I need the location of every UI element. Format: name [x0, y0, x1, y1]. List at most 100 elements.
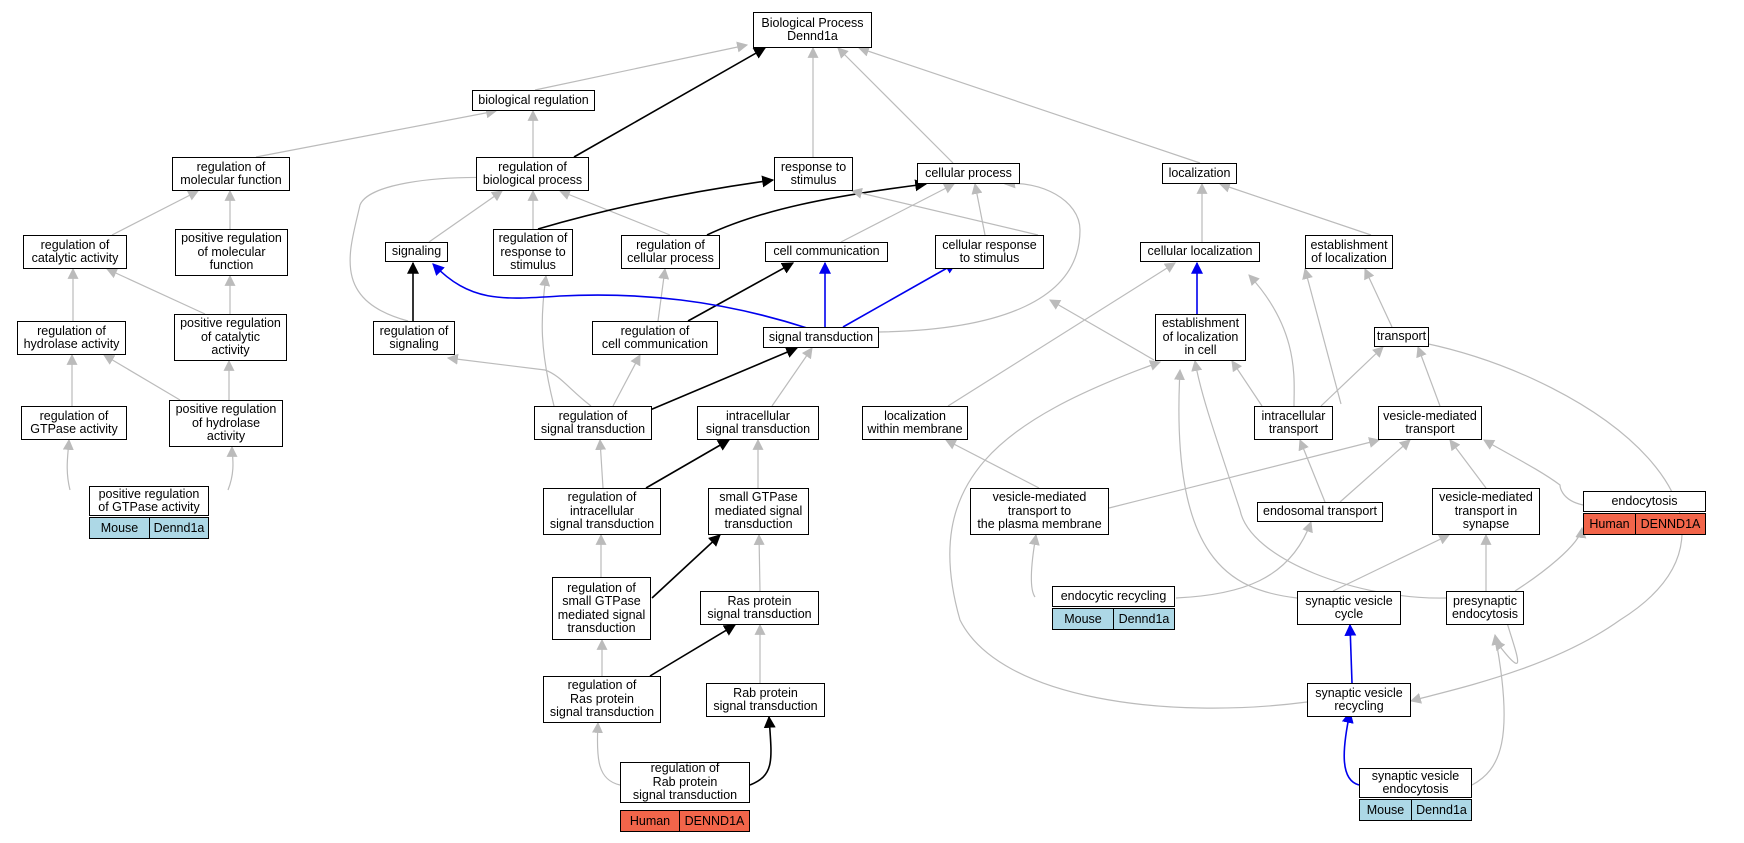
node-ves-transport[interactable]: vesicle-mediated transport: [1378, 406, 1482, 440]
edge-16: [850, 187, 1039, 236]
edge-44: [1416, 345, 1441, 407]
edge-63: [1332, 534, 1450, 592]
node-pos-reg-hydro[interactable]: positive regulation of hydrolase activit…: [169, 400, 283, 447]
edge-59: [651, 534, 721, 599]
edge-39: [771, 347, 813, 407]
edge-18: [1218, 181, 1372, 236]
edge-34: [103, 354, 181, 401]
node-reg-mol-func[interactable]: regulation of molecular function: [172, 157, 290, 191]
node-reg-resp-stim[interactable]: regulation of response to stimulus: [493, 229, 573, 276]
node-transport[interactable]: transport: [1374, 327, 1429, 347]
node-ras-sig[interactable]: Ras protein signal transduction: [700, 591, 819, 625]
edge-52: [1108, 437, 1381, 509]
node-reg-ras[interactable]: regulation of Ras protein signal transdu…: [543, 676, 661, 723]
edge-19: [349, 172, 505, 322]
node-reg-hydro[interactable]: regulation of hydrolase activity: [17, 321, 126, 355]
node-localization[interactable]: localization: [1162, 163, 1237, 184]
node-pos-reg-mol-func[interactable]: positive regulation of molecular functio…: [175, 229, 288, 276]
edge-layer: [62, 41, 1683, 786]
node-signaling[interactable]: signaling: [385, 242, 448, 262]
edge-8: [111, 190, 199, 236]
node-ves-synapse[interactable]: vesicle-mediated transport in synapse: [1432, 488, 1540, 535]
edge-74: [749, 715, 776, 786]
edge-41: [1231, 360, 1263, 407]
node-est-loc-cell[interactable]: establishment of localization in cell: [1155, 314, 1246, 361]
node-pos-reg-gtpase[interactable]: positive regulation of GTPase activity: [89, 486, 209, 516]
node-reg-intra-sig[interactable]: regulation of intracellular signal trans…: [543, 488, 661, 535]
node-resp-stim[interactable]: response to stimulus: [774, 157, 853, 191]
node-endo-recycling[interactable]: endocytic recycling: [1052, 586, 1175, 607]
node-reg-gtpase[interactable]: regulation of GTPase activity: [21, 406, 127, 440]
edge-48: [226, 445, 238, 491]
edge-75: [1341, 710, 1360, 786]
edge-27: [842, 262, 958, 328]
edge-31: [1364, 268, 1393, 328]
edge-53: [945, 439, 1040, 489]
edge-49: [595, 438, 607, 489]
node-pos-reg-cat[interactable]: positive regulation of catalytic activit…: [174, 314, 287, 361]
node-syn-ves-cycle[interactable]: synaptic vesicle cycle: [1297, 591, 1401, 625]
edge-15: [971, 182, 986, 236]
node-endocytosis[interactable]: endocytosis: [1583, 491, 1706, 512]
edge-37: [612, 354, 641, 407]
species-tag: Mouse: [89, 517, 150, 539]
node-syn-ves-recycling[interactable]: synaptic vesicle recycling: [1307, 683, 1411, 717]
node-reg-signaling[interactable]: regulation of signaling: [373, 321, 455, 355]
edge-56: [1449, 439, 1487, 489]
node-ves-plasma[interactable]: vesicle-mediated transport to the plasma…: [970, 488, 1109, 535]
edge-0: [534, 41, 749, 91]
node-reg-small-gtpase[interactable]: regulation of small GTPase mediated sign…: [552, 577, 651, 640]
node-reg-cell-proc[interactable]: regulation of cellular process: [621, 235, 720, 269]
node-cell-loc[interactable]: cellular localization: [1140, 242, 1260, 262]
node-bp[interactable]: Biological Process Dennd1a: [753, 12, 872, 48]
node-intra-transport[interactable]: intracellular transport: [1254, 406, 1333, 440]
node-cell-resp-stim[interactable]: cellular response to stimulus: [935, 235, 1044, 269]
node-intra-sig-trans[interactable]: intracellular signal transduction: [697, 406, 819, 440]
species-tag: Human: [1583, 513, 1636, 535]
edge-40: [947, 262, 1176, 407]
edge-47: [62, 438, 74, 491]
edge-3: [837, 47, 954, 164]
edge-38: [649, 346, 799, 411]
node-loc-membrane[interactable]: localization within membrane: [862, 406, 968, 440]
edge-72: [949, 360, 1308, 709]
edge-22: [106, 268, 206, 315]
edge-11: [558, 189, 671, 236]
node-reg-rab[interactable]: regulation of Rab protein signal transdu…: [620, 762, 750, 803]
node-syn-ves-endo[interactable]: synaptic vesicle endocytosis: [1359, 768, 1472, 798]
node-reg-bio-proc[interactable]: regulation of biological process: [476, 157, 589, 191]
edge-30: [1049, 299, 1155, 361]
gene-tag: DENND1A: [679, 810, 750, 832]
node-reg-cell-comm[interactable]: regulation of cell communication: [592, 321, 718, 355]
edge-4: [857, 45, 1201, 164]
edge-45: [1409, 342, 1683, 704]
node-sig-trans[interactable]: signal transduction: [763, 327, 879, 348]
edge-71: [1344, 623, 1357, 684]
node-cell-proc[interactable]: cellular process: [917, 163, 1020, 184]
node-reg-sig-trans[interactable]: regulation of signal transduction: [534, 406, 652, 440]
edge-62: [1175, 520, 1313, 599]
node-presyn-endo[interactable]: presynaptic endocytosis: [1446, 591, 1524, 625]
node-endo-transport[interactable]: endosomal transport: [1257, 502, 1383, 522]
species-tag: Mouse: [1359, 799, 1412, 821]
edge-9: [428, 190, 503, 243]
edge-36: [539, 274, 555, 407]
node-est-loc[interactable]: establishment of localization: [1305, 235, 1393, 269]
edge-28: [878, 177, 1081, 333]
species-tag: Human: [620, 810, 680, 832]
edge-73: [591, 721, 621, 786]
edge-61: [1028, 533, 1040, 598]
edge-76: [1471, 633, 1505, 786]
node-rab-sig[interactable]: Rab protein signal transduction: [706, 683, 825, 717]
edge-1: [573, 47, 767, 158]
node-bio-reg[interactable]: biological regulation: [472, 90, 595, 111]
node-reg-cat[interactable]: regulation of catalytic activity: [23, 235, 127, 269]
edge-77: [432, 263, 808, 329]
node-cell-comm[interactable]: cell communication: [765, 242, 888, 262]
edge-54: [1298, 438, 1326, 503]
edge-42: [1248, 274, 1295, 407]
node-small-gtpase[interactable]: small GTPase mediated signal transductio…: [708, 488, 809, 535]
edge-43: [1320, 346, 1384, 407]
edge-50: [645, 439, 731, 489]
edge-65: [1514, 526, 1587, 592]
